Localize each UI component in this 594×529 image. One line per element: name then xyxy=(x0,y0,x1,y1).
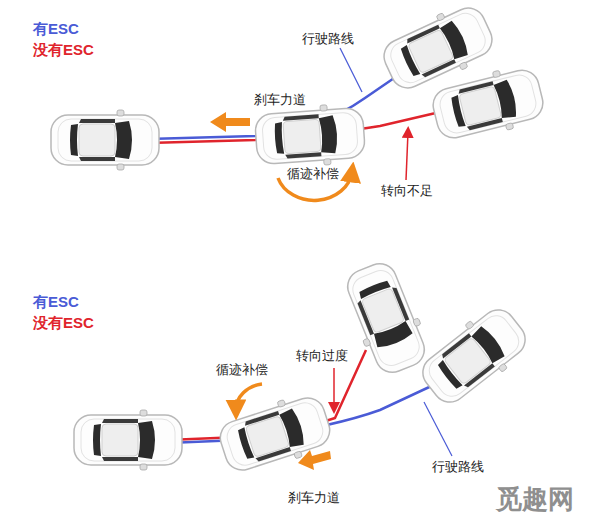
leader-line xyxy=(424,402,452,456)
legend-text: 没有ESC xyxy=(33,314,94,331)
legend-swatch: 有ESC xyxy=(33,20,79,38)
car xyxy=(51,110,159,170)
understeer-label: 转向不足 xyxy=(381,183,433,199)
car xyxy=(74,410,182,470)
legend-swatch: 没有ESC xyxy=(33,41,94,59)
legend-text: 有ESC xyxy=(33,293,79,310)
car xyxy=(214,389,335,479)
leader-arrow xyxy=(333,368,335,408)
legend-swatch: 没有ESC xyxy=(33,314,94,332)
yaw-arrow xyxy=(236,384,262,410)
car xyxy=(428,62,547,146)
yaw-label: 循迹补偿 xyxy=(287,166,339,182)
legend-swatch: 有ESC xyxy=(33,293,79,311)
yaw-label: 循迹补偿 xyxy=(216,362,268,378)
car xyxy=(413,299,535,413)
brake-force-label: 刹车力道 xyxy=(254,92,306,108)
car xyxy=(338,257,434,380)
brake-force-label: 刹车力道 xyxy=(288,490,340,506)
oversteer-label: 转向过度 xyxy=(296,348,348,364)
brake-arrow xyxy=(210,112,250,132)
car xyxy=(254,102,366,169)
leader-arrow xyxy=(406,132,408,180)
legend-text: 有ESC xyxy=(33,20,79,37)
watermark: 觅趣网 xyxy=(496,484,574,515)
brake-arrow xyxy=(298,450,331,470)
leader-line xyxy=(340,48,362,92)
path-label: 行驶路线 xyxy=(432,459,484,475)
path-label: 行驶路线 xyxy=(302,31,354,47)
legend-text: 没有ESC xyxy=(33,41,94,58)
